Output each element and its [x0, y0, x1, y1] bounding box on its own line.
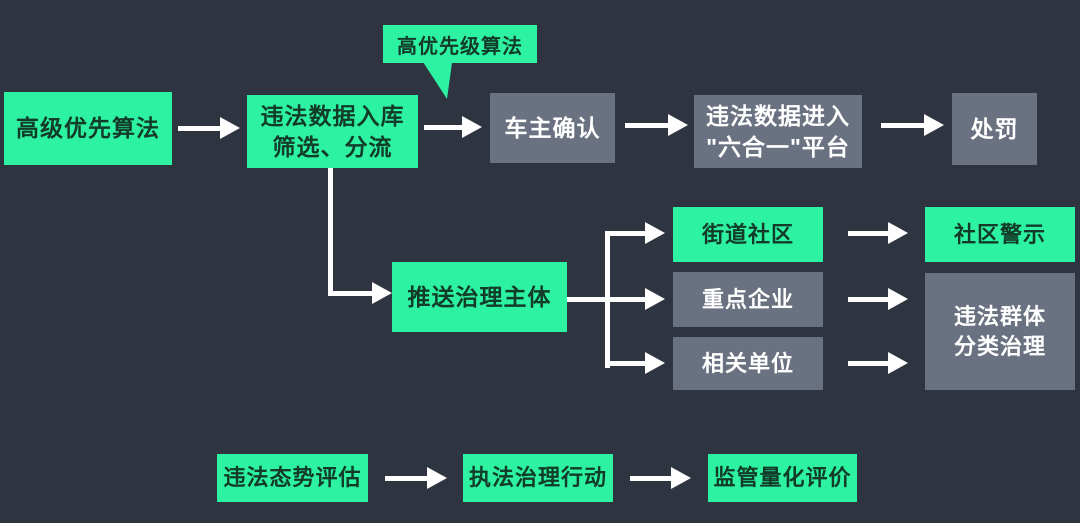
node-label-line2: "六合一"平台	[706, 133, 850, 160]
callout-label: 高优先级算法	[397, 35, 523, 58]
node-label-line1: 违法数据入库	[260, 103, 405, 130]
node-label: 高级优先算法	[16, 115, 160, 142]
node-punishment: 处罚	[952, 93, 1037, 165]
connector-split-top-segment	[605, 231, 645, 236]
node-label: 执法治理行动	[468, 465, 607, 491]
arrow-assessment-to-action	[385, 467, 447, 489]
node-enforcement-governance-action: 执法治理行动	[463, 454, 613, 502]
node-label: 推送治理主体	[407, 283, 552, 310]
node-key-enterprises: 重点企业	[673, 272, 823, 327]
node-illegal-situation-assessment: 违法态势评估	[217, 454, 368, 502]
arrowhead-into-key-enterprises	[645, 288, 665, 310]
connector-intake-right-segment	[328, 291, 372, 296]
node-regulatory-quantitative-evaluation: 监管量化评价	[708, 454, 857, 502]
node-owner-confirmation: 车主确认	[490, 93, 615, 163]
arrowhead-into-push-governance	[372, 282, 392, 304]
node-label: 监管量化评价	[713, 465, 852, 491]
node-advanced-priority-algorithm: 高级优先算法	[4, 92, 172, 165]
node-label-line2: 筛选、分流	[272, 133, 393, 160]
node-label: 相关单位	[701, 350, 794, 376]
node-street-community: 街道社区	[673, 207, 823, 262]
node-data-intake-screening: 违法数据入库 筛选、分流	[247, 95, 418, 168]
arrow-intake-to-owner	[424, 116, 482, 138]
connector-split-bottom-segment	[605, 361, 645, 366]
arrow-action-to-evaluation	[630, 467, 691, 489]
node-push-governance-subjects: 推送治理主体	[392, 262, 567, 332]
node-label-line2: 分类治理	[953, 333, 1046, 359]
connector-split-vertical-segment	[605, 231, 610, 368]
callout-high-priority-algorithm: 高优先级算法	[383, 25, 537, 63]
callout-tail-pointer	[423, 62, 453, 99]
arrow-priority-to-intake	[178, 117, 240, 139]
node-illegal-group-classified-governance: 违法群体 分类治理	[925, 273, 1075, 390]
arrowhead-into-street-community	[645, 222, 665, 244]
arrow-community-to-warning	[848, 222, 908, 244]
node-label: 社区警示	[953, 221, 1046, 247]
node-label: 违法态势评估	[223, 465, 362, 491]
node-label: 街道社区	[701, 221, 794, 247]
arrowhead-into-related-units	[645, 352, 665, 374]
node-data-into-six-in-one-platform: 违法数据进入 "六合一"平台	[694, 95, 862, 168]
node-community-warning: 社区警示	[925, 207, 1075, 262]
node-label: 重点企业	[701, 286, 794, 312]
node-label: 处罚	[970, 115, 1019, 142]
node-label: 车主确认	[504, 114, 601, 141]
node-label-line1: 违法数据进入	[706, 103, 850, 130]
connector-intake-down-segment	[328, 168, 333, 296]
arrow-owner-to-platform	[625, 114, 688, 136]
arrow-units-to-governance	[848, 352, 908, 374]
arrow-platform-to-punishment	[881, 114, 944, 136]
node-label-line1: 违法群体	[953, 304, 1046, 330]
arrow-enterprises-to-governance	[848, 288, 908, 310]
node-related-units: 相关单位	[673, 337, 823, 390]
